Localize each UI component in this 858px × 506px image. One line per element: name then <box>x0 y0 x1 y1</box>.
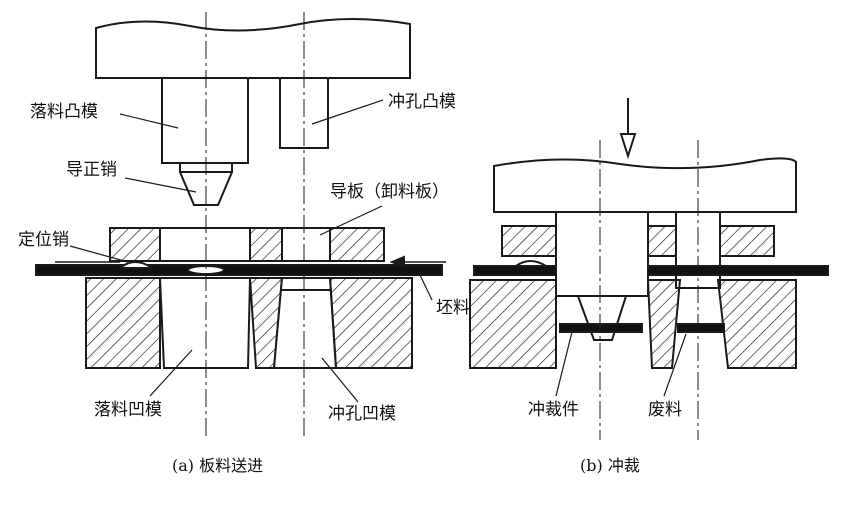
strip-a <box>35 264 443 276</box>
label-strip: 坯料 <box>436 298 470 318</box>
blanking-punch <box>161 77 249 164</box>
label-guide-plate: 导板（卸料板） <box>330 182 449 202</box>
label-piercing-die: 冲孔凹模 <box>328 404 396 424</box>
guide-plate-mid <box>249 227 283 262</box>
panel-a <box>35 12 446 440</box>
label-pilot: 导正销 <box>66 160 117 180</box>
guide-plate-left <box>109 227 161 262</box>
scrap-slug <box>677 323 725 333</box>
caption-a: (a) 板料送进 <box>172 456 264 475</box>
upper-holder-b <box>493 157 797 213</box>
label-scrap: 废料 <box>648 400 682 420</box>
upper-holder-a <box>95 18 411 79</box>
caption-b: (b) 冲裁 <box>580 456 640 475</box>
stop-pin <box>117 261 156 269</box>
blanked-part <box>559 323 643 333</box>
label-blanking-die: 落料凹模 <box>94 400 162 420</box>
label-blanked-part: 冲裁件 <box>528 400 579 420</box>
guide-plate-right <box>329 227 385 262</box>
panel-b <box>469 98 829 440</box>
label-piercing-punch: 冲孔凸模 <box>388 92 456 112</box>
lower-die-a <box>85 277 161 369</box>
label-blanking-punch: 落料凸模 <box>30 102 98 122</box>
label-stop-pin: 定位销 <box>18 230 69 250</box>
blanking-punch-b <box>555 211 649 297</box>
